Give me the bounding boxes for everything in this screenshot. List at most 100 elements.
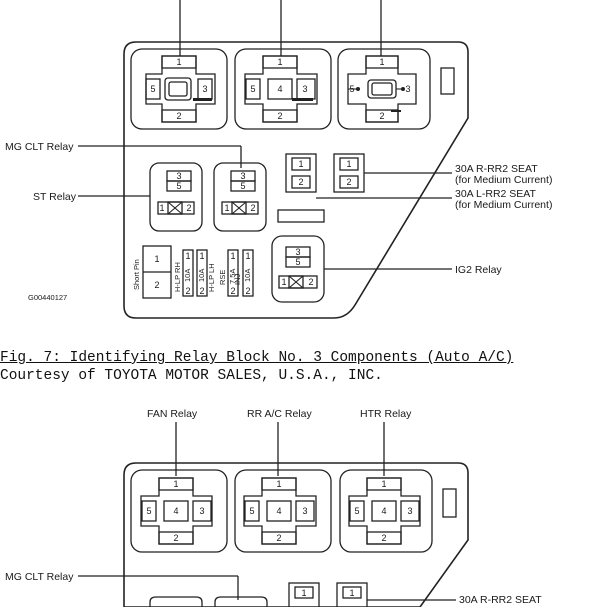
svg-text:5: 5 (354, 506, 359, 516)
l-rr2-seat-sublabel: (for Medium Current) (455, 199, 552, 211)
svg-text:2: 2 (308, 277, 313, 287)
fuse-30a-l-rr2 (336, 582, 368, 607)
svg-text:1: 1 (159, 203, 164, 213)
svg-text:1: 1 (381, 479, 386, 489)
relay-socket-frame (234, 469, 332, 553)
relay-socket-frame (271, 235, 325, 303)
fuse-amps: 7.5A (228, 269, 237, 284)
svg-text:5: 5 (176, 181, 181, 191)
svg-text:2: 2 (346, 177, 351, 187)
relay-socket-frame (337, 48, 431, 130)
svg-text:2: 2 (199, 286, 204, 296)
svg-text:1: 1 (245, 251, 250, 261)
svg-text:2: 2 (250, 203, 255, 213)
mini-fuse (227, 249, 239, 297)
relay-socket-frame (130, 48, 228, 130)
image-id: G00440127 (28, 293, 67, 302)
svg-text:2: 2 (298, 177, 303, 187)
ig2-relay-label: IG2 Relay (455, 264, 502, 276)
pin-2: 2 (277, 111, 282, 121)
mini-fuse-labels: Short Pin H-LP RH 10A H-LP LH 10A RSE 7.… (132, 259, 252, 292)
fuse-30a-r-rr2 (285, 153, 317, 193)
svg-text:4: 4 (276, 506, 281, 516)
spare-slot (277, 209, 325, 223)
housing-tab (442, 488, 457, 518)
svg-text:1: 1 (185, 251, 190, 261)
pin-3: 3 (202, 84, 207, 94)
svg-text:2: 2 (173, 533, 178, 543)
fuse-amps: 10A (197, 269, 206, 282)
fuse-amps: 10A (243, 269, 252, 282)
pin-3: 3 (405, 84, 410, 94)
r-rr2-seat-label: 30A R-RR2 SEAT (455, 163, 538, 175)
r-rr2-seat-label: 30A R-RR2 SEAT (459, 594, 542, 606)
htr-relay-label: HTR Relay (360, 408, 412, 420)
pin-5: 5 (250, 84, 255, 94)
fuse-name: INJ (233, 274, 242, 286)
svg-text:5: 5 (146, 506, 151, 516)
svg-text:1: 1 (224, 203, 229, 213)
relay-socket-frame (234, 48, 332, 130)
mg-clt-relay-label: MG CLT Relay (5, 141, 74, 153)
relay-socket-frame (130, 469, 228, 553)
svg-text:5: 5 (249, 506, 254, 516)
short-pin-label: Short Pin (132, 259, 141, 290)
svg-text:2: 2 (154, 280, 159, 290)
figure-title: Fig. 7: Identifying Relay Block No. 3 Co… (0, 350, 514, 366)
relay-block-housing (123, 462, 469, 607)
pin-numbers: 1 2 5 3 1 2 5 4 3 1 2 5 3 3 5 1 2 3 5 1 … (146, 57, 412, 598)
fuse-30a-r-rr2 (288, 582, 320, 607)
fuse-name: RSE (218, 270, 227, 285)
relay-socket-frame (213, 162, 267, 232)
svg-text:4: 4 (173, 506, 178, 516)
svg-text:5: 5 (240, 181, 245, 191)
svg-text:3: 3 (407, 506, 412, 516)
svg-text:3: 3 (199, 506, 204, 516)
svg-text:3: 3 (302, 506, 307, 516)
mini-fuse (196, 249, 208, 297)
svg-text:1: 1 (276, 479, 281, 489)
r-rr2-seat-sublabel: (for Medium Current) (455, 174, 552, 186)
pin-2: 2 (176, 111, 181, 121)
pin-1: 1 (379, 57, 384, 67)
svg-text:1: 1 (199, 251, 204, 261)
pin-3: 3 (302, 84, 307, 94)
pin-5: 5 (349, 84, 354, 94)
svg-text:2: 2 (245, 286, 250, 296)
svg-text:1: 1 (349, 588, 354, 598)
svg-text:1: 1 (154, 254, 159, 264)
svg-text:1: 1 (298, 159, 303, 169)
st-relay-label: ST Relay (33, 191, 77, 203)
pin-2: 2 (379, 111, 384, 121)
svg-text:1: 1 (301, 588, 306, 598)
svg-text:1: 1 (346, 159, 351, 169)
pin-5: 5 (150, 84, 155, 94)
mini-fuse (182, 249, 194, 297)
svg-text:5: 5 (295, 257, 300, 267)
pin-1: 1 (277, 57, 282, 67)
svg-text:2: 2 (381, 533, 386, 543)
fuse-name: H-LP RH (173, 262, 182, 292)
svg-text:2: 2 (185, 286, 190, 296)
svg-text:2: 2 (230, 286, 235, 296)
mg-clt-relay-label: MG CLT Relay (5, 571, 74, 583)
svg-text:3: 3 (176, 171, 181, 181)
fuse-amps: 10A (183, 269, 192, 282)
relay-socket-frame (149, 162, 203, 232)
svg-text:2: 2 (276, 533, 281, 543)
relay-block-housing (123, 41, 469, 319)
svg-text:4: 4 (381, 506, 386, 516)
pin-4: 4 (277, 84, 282, 94)
rr-ac-relay-label: RR A/C Relay (247, 408, 313, 420)
relay-socket-frame (339, 469, 433, 553)
pin-1: 1 (176, 57, 181, 67)
svg-text:1: 1 (230, 251, 235, 261)
fan-relay-label: FAN Relay (147, 408, 198, 420)
fuse-name: H-LP LH (207, 263, 216, 292)
l-rr2-seat-label: 30A L-RR2 SEAT (455, 188, 537, 200)
mini-fuse (242, 249, 254, 297)
svg-text:3: 3 (295, 247, 300, 257)
svg-text:3: 3 (240, 171, 245, 181)
housing-tab (440, 67, 455, 95)
